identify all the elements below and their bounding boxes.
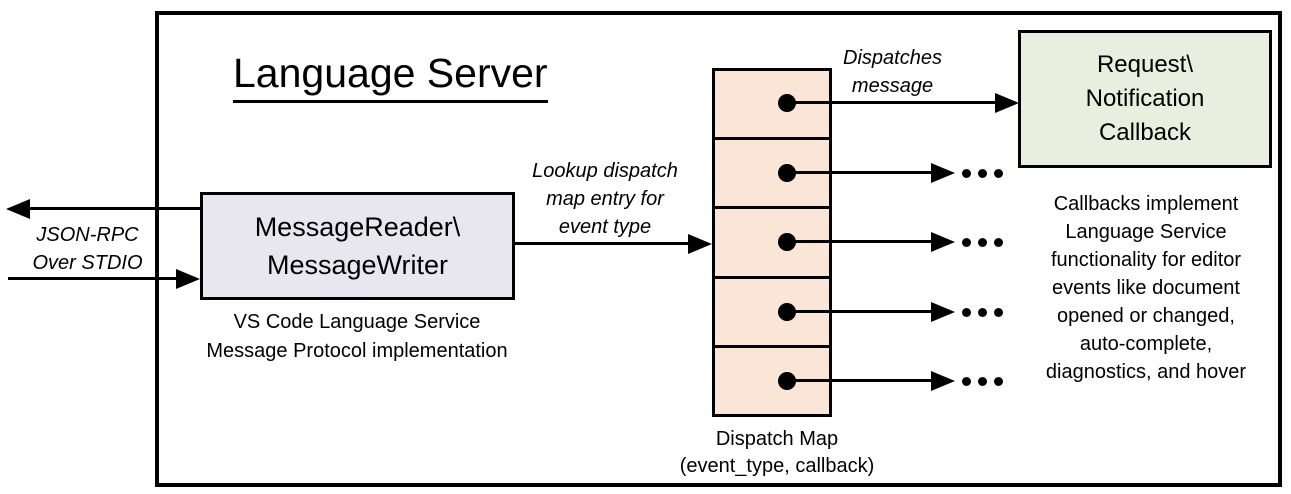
ellipsis-dot (978, 377, 987, 386)
ellipsis-dot (994, 377, 1003, 386)
dispatch-map-cell (715, 279, 829, 348)
ellipsis-dot (962, 377, 971, 386)
dispatch-arrowhead-icon (995, 93, 1019, 113)
ellipsis-dot (962, 308, 971, 317)
ellipsis-dot (994, 169, 1003, 178)
dispatch-arrow-line (787, 310, 933, 313)
ellipsis-dot (994, 238, 1003, 247)
dispatch-map-caption: Dispatch Map (event_type, callback) (679, 428, 875, 477)
reader-box-caption: VS Code Language Service Message Protoco… (206, 311, 508, 362)
ellipsis-dots (962, 308, 1003, 317)
stdio-out-arrow-line (28, 207, 200, 210)
diagram-title: Language Server (233, 50, 548, 103)
dispatch-map-cell (715, 71, 829, 141)
ellipsis-dots (962, 238, 1003, 247)
dispatch-arrowhead-icon (931, 371, 955, 391)
ellipsis-dot (962, 169, 971, 178)
dispatch-arrow-line (787, 101, 997, 104)
lookup-arrow-line (515, 242, 690, 245)
ellipsis-dot (978, 169, 987, 178)
request-notification-callback-box: Request\ Notification Callback (1018, 30, 1272, 168)
dispatch-map-cell (715, 209, 829, 279)
lookup-label: Lookup dispatch map entry for event type (532, 160, 678, 238)
dispatches-label: Dispatches message (843, 47, 942, 97)
stdio-in-arrowhead-icon (176, 269, 200, 289)
stdio-in-arrow-line (8, 277, 178, 280)
dispatch-arrowhead-icon (931, 232, 955, 252)
ellipsis-dot (978, 308, 987, 317)
ellipsis-dot (994, 308, 1003, 317)
ellipsis-dots (962, 169, 1003, 178)
stdio-out-arrowhead-icon (6, 199, 30, 219)
lookup-arrowhead-icon (688, 234, 712, 254)
dispatch-map-cell (715, 140, 829, 210)
dispatch-arrow-line (787, 171, 933, 174)
stdio-label: JSON-RPC Over STDIO (32, 224, 143, 274)
dispatch-arrowhead-icon (931, 302, 955, 322)
callbacks-note: Callbacks implement Language Service fun… (1045, 193, 1247, 383)
ellipsis-dot (978, 238, 987, 247)
dispatch-arrow-line (787, 379, 933, 382)
message-reader-writer-box: MessageReader\ MessageWriter (200, 192, 515, 300)
ellipsis-dots (962, 377, 1003, 386)
dispatch-arrowhead-icon (931, 163, 955, 183)
dispatch-arrow-line (787, 240, 933, 243)
ellipsis-dot (962, 238, 971, 247)
